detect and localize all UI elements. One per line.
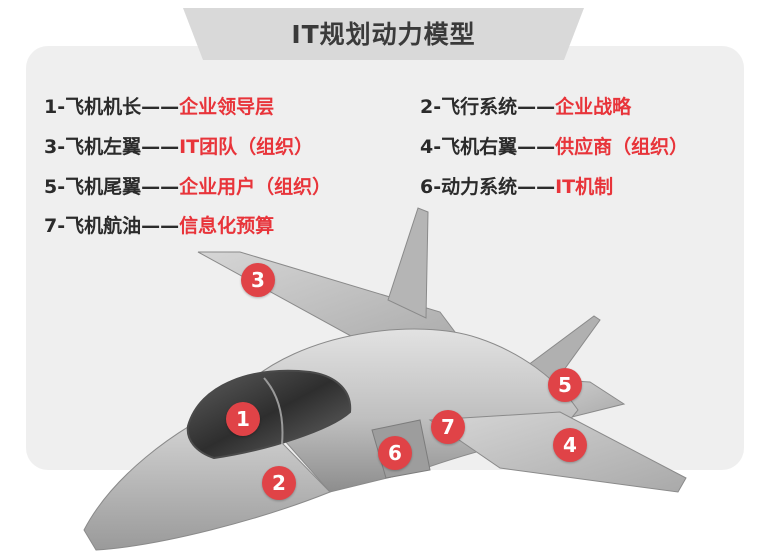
legend-key: 3-飞机左翼—— bbox=[44, 136, 180, 158]
legend-item-4: 4-飞机右翼——供应商（组织） bbox=[420, 135, 688, 159]
legend-value: 信息化预算 bbox=[179, 215, 275, 237]
legend-item-7: 7-飞机航油——信息化预算 bbox=[44, 214, 274, 238]
legend-key: 6-动力系统—— bbox=[420, 176, 556, 198]
legend-key: 4-飞机右翼—— bbox=[420, 136, 556, 158]
legend-item-6: 6-动力系统——IT机制 bbox=[420, 175, 613, 199]
legend-item-2: 2-飞行系统——企业战略 bbox=[420, 95, 631, 119]
cockpit-canopy bbox=[186, 369, 352, 460]
legend-value: 企业领导层 bbox=[179, 96, 275, 118]
marker-4: 4 bbox=[553, 428, 587, 462]
marker-6: 6 bbox=[378, 436, 412, 470]
marker-1: 1 bbox=[226, 402, 260, 436]
title-banner bbox=[183, 8, 584, 60]
legend-key: 1-飞机机长—— bbox=[44, 96, 180, 118]
marker-7: 7 bbox=[431, 410, 465, 444]
legend-item-3: 3-飞机左翼——IT团队（组织） bbox=[44, 135, 313, 159]
legend-key: 2-飞行系统—— bbox=[420, 96, 556, 118]
legend-value: IT团队（组织） bbox=[179, 136, 314, 158]
marker-3: 3 bbox=[241, 263, 275, 297]
legend-value: 供应商（组织） bbox=[555, 136, 689, 158]
marker-5: 5 bbox=[548, 368, 582, 402]
legend-item-1: 1-飞机机长——企业领导层 bbox=[44, 95, 274, 119]
legend-key: 5-飞机尾翼—— bbox=[44, 176, 180, 198]
legend-value: IT机制 bbox=[555, 176, 614, 198]
marker-2: 2 bbox=[262, 466, 296, 500]
legend-item-5: 5-飞机尾翼——企业用户（组织） bbox=[44, 175, 331, 199]
legend-key: 7-飞机航油—— bbox=[44, 215, 180, 237]
vertical-fin bbox=[387, 207, 429, 319]
canopy-frame bbox=[263, 377, 284, 445]
legend-value: 企业用户（组织） bbox=[179, 176, 332, 198]
diagram-title: IT规划动力模型 bbox=[291, 20, 476, 49]
legend-value: 企业战略 bbox=[555, 96, 632, 118]
